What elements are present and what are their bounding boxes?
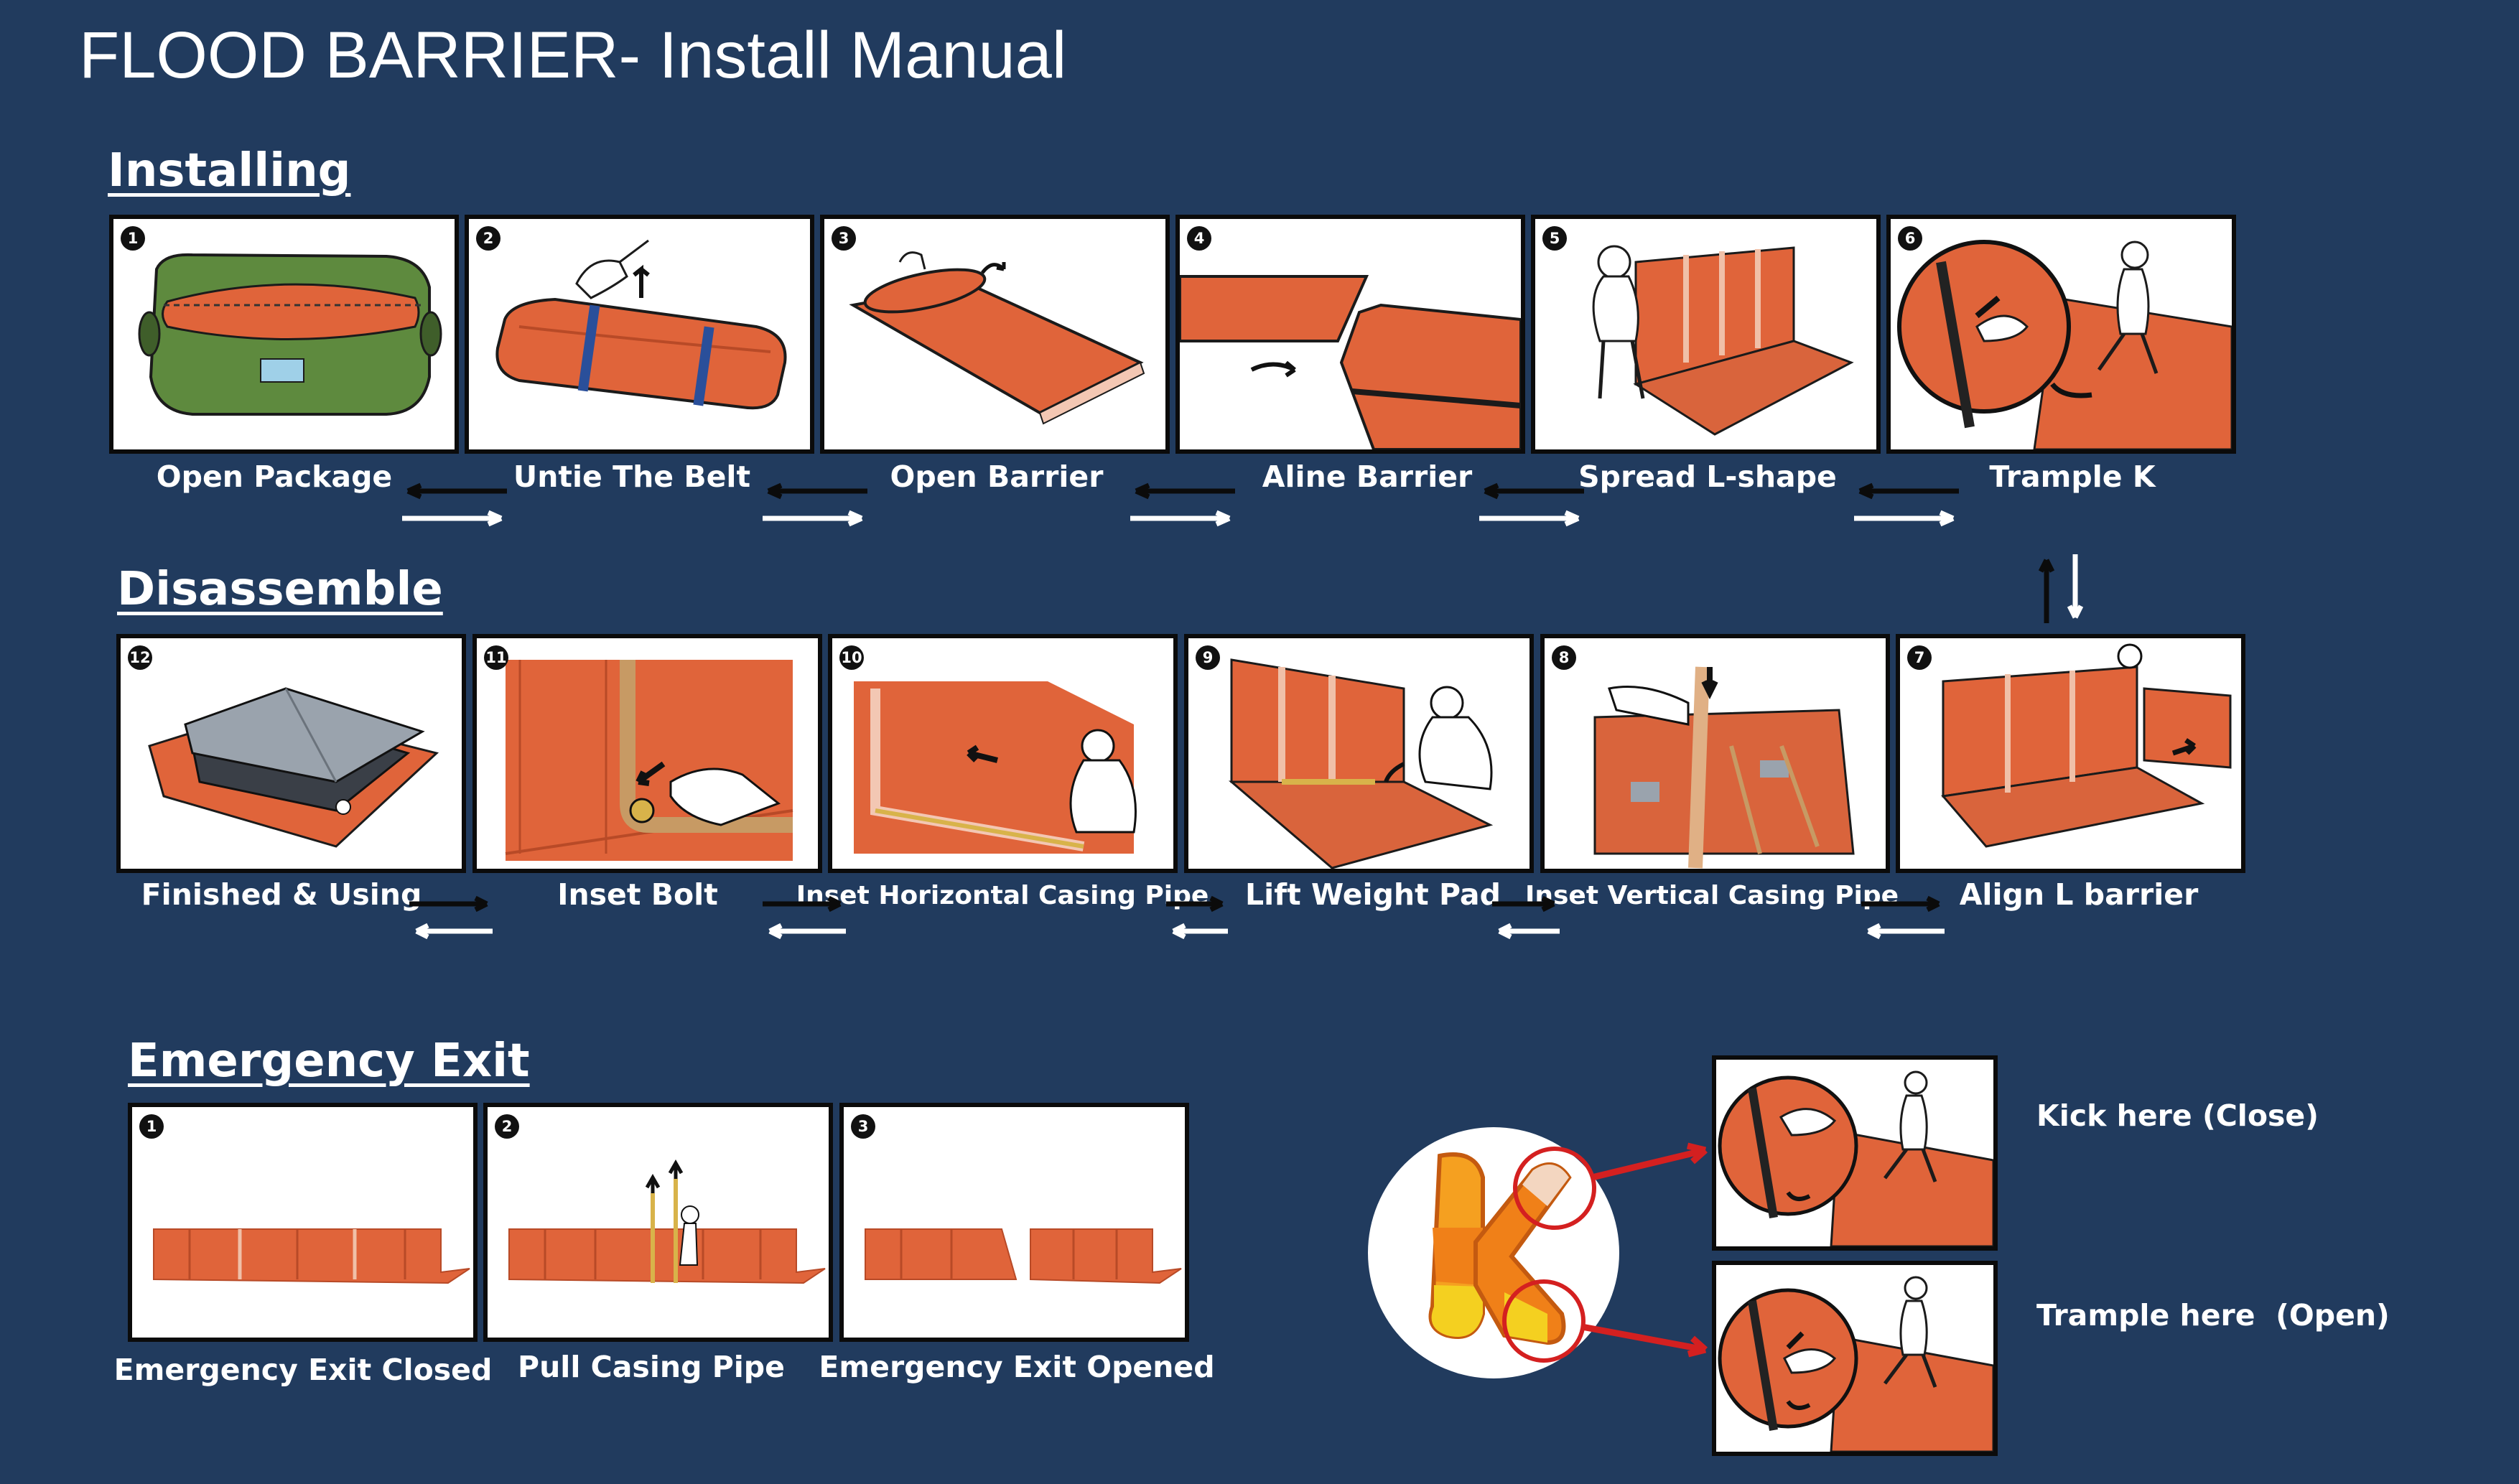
k-callout-diagram: [1368, 1098, 1713, 1414]
inset-bolt-icon: [505, 660, 793, 861]
trample-open-icon: [1718, 1276, 1993, 1452]
install-step-4-panel: 4: [1175, 215, 1525, 454]
disassemble-arrow-pair: [1860, 895, 1946, 941]
disassemble-step-8-panel: 8: [1540, 634, 1890, 873]
install-step-2-panel: 2: [465, 215, 814, 454]
disassemble-step-11-panel: 11: [472, 634, 822, 873]
emergency-caption-3: Emergency Exit Opened: [819, 1350, 1215, 1384]
barrier-closed-icon: [153, 1228, 470, 1284]
k-letter-icon: [1368, 1127, 1708, 1378]
emergency-caption-1: Emergency Exit Closed: [113, 1353, 493, 1387]
green-package-icon: [138, 253, 442, 416]
step-number-badge: 5: [1542, 226, 1567, 251]
install-step-6-panel: 6: [1886, 215, 2236, 454]
step-number-badge: 2: [476, 226, 500, 251]
disassemble-caption-11: Inset Bolt: [557, 877, 718, 912]
horizontal-pipe-icon: [854, 681, 1137, 854]
install-arrow-pair: [1129, 482, 1237, 528]
kick-close-icon: [1718, 1070, 1993, 1246]
direction-arrows-icon: [409, 895, 493, 940]
step-number-badge: 9: [1196, 645, 1220, 670]
emergency-step-2-panel: 2: [483, 1103, 833, 1342]
install-caption-5: Spread L-shape: [1578, 459, 1837, 494]
vertical-pipe-icon: [1593, 666, 1855, 869]
install-caption-6: Trample K: [1989, 459, 2156, 494]
align-l-barrier-icon: [1941, 643, 2232, 848]
direction-arrows-icon: [1492, 895, 1560, 940]
install-arrow-pair: [761, 482, 869, 528]
install-arrow-pair: [1478, 482, 1586, 528]
direction-arrows-icon: [1130, 482, 1235, 527]
disassemble-arrow-pair: [408, 895, 494, 941]
trample-open-panel: [1712, 1261, 1998, 1456]
trample-open-label: Trample here (Open): [2036, 1298, 2390, 1333]
direction-arrows-icon: [402, 482, 507, 527]
disassemble-arrow-pair: [1491, 895, 1561, 941]
kick-close-label: Kick here (Close): [2036, 1098, 2319, 1133]
unroll-barrier-icon: [849, 251, 1145, 425]
install-caption-2: Untie The Belt: [513, 459, 751, 494]
emergency-caption-2: Pull Casing Pipe: [518, 1350, 785, 1384]
align-barrier-icon: [1180, 275, 1521, 449]
rolled-barrier-belt-icon: [495, 239, 787, 410]
step-number-badge: 11: [484, 645, 508, 670]
emergency-step-3-panel: 3: [839, 1103, 1189, 1342]
direction-arrows-icon: [1861, 895, 1945, 940]
install-arrow-pair: [1853, 482, 1960, 528]
spread-l-shape-icon: [1592, 245, 1854, 436]
install-step-3-panel: 3: [820, 215, 1170, 454]
step-number-badge: 10: [839, 645, 864, 670]
up-down-arrows-icon: [2038, 554, 2084, 623]
step-number-badge: 6: [1898, 226, 1922, 251]
disassemble-step-10-panel: 10: [828, 634, 1178, 873]
disassemble-caption-7: Align L barrier: [1959, 877, 2199, 912]
trample-k-icon: [1897, 240, 2232, 449]
install-step-5-panel: 5: [1531, 215, 1881, 454]
installing-heading: Installing: [108, 144, 351, 197]
direction-arrows-icon: [1166, 895, 1228, 940]
disassemble-caption-12: Finished & Using: [141, 877, 422, 912]
install-caption-3: Open Barrier: [890, 459, 1104, 494]
install-caption-1: Open Package: [156, 459, 393, 494]
pull-pipe-icon: [508, 1159, 826, 1284]
step-number-badge: 1: [139, 1114, 164, 1139]
step-number-badge: 4: [1187, 226, 1211, 251]
direction-arrows-icon: [1854, 482, 1959, 527]
house-protected-icon: [148, 687, 439, 848]
step-number-badge: 8: [1552, 645, 1576, 670]
kick-close-panel: [1712, 1055, 1998, 1251]
direction-arrows-icon: [763, 482, 867, 527]
vertical-arrow-pair: [2032, 553, 2090, 625]
step-number-badge: 1: [121, 226, 145, 251]
step-number-badge: 3: [851, 1114, 875, 1139]
disassemble-caption-10: Inset Horizontal Casing Pipe: [796, 881, 1209, 910]
step-number-badge: 12: [128, 645, 152, 670]
step-number-badge: 7: [1907, 645, 1932, 670]
disassemble-step-7-panel: 7: [1896, 634, 2245, 873]
disassemble-heading: Disassemble: [117, 563, 443, 616]
install-caption-4: Aline Barrier: [1262, 459, 1473, 494]
emergency-exit-heading: Emergency Exit: [128, 1035, 530, 1088]
install-arrow-pair: [401, 482, 508, 528]
weight-pad-icon: [1228, 658, 1494, 869]
step-number-badge: 2: [495, 1114, 519, 1139]
page-title: FLOOD BARRIER- Install Manual: [79, 19, 1067, 92]
disassemble-caption-8: Inset Vertical Casing Pipe: [1524, 881, 1899, 910]
direction-arrows-icon: [763, 895, 846, 940]
emergency-step-1-panel: 1: [128, 1103, 478, 1342]
disassemble-step-9-panel: 9: [1184, 634, 1534, 873]
disassemble-step-12-panel: 12: [116, 634, 466, 873]
barrier-opened-icon: [865, 1228, 1182, 1284]
disassemble-arrow-pair: [1165, 895, 1229, 941]
install-step-1-panel: 1: [109, 215, 459, 454]
disassemble-caption-9: Lift Weight Pad: [1245, 877, 1501, 912]
direction-arrows-icon: [1479, 482, 1584, 527]
disassemble-arrow-pair: [761, 895, 847, 941]
step-number-badge: 3: [832, 226, 856, 251]
